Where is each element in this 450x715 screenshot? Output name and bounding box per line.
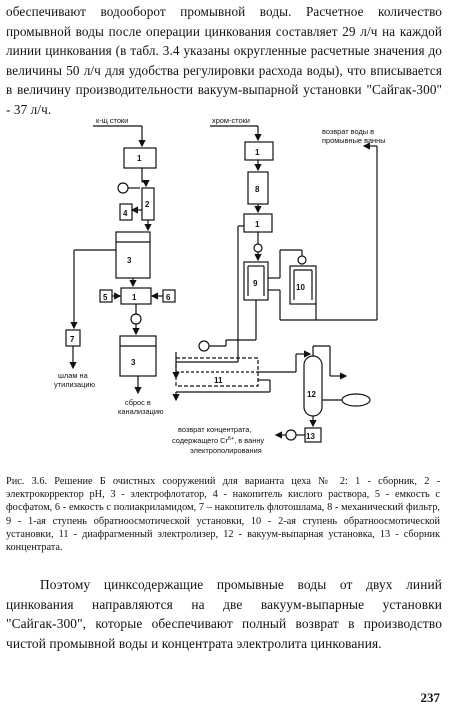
node-label-8: 8 <box>255 185 260 194</box>
node-label-10: 10 <box>296 283 305 292</box>
node-label-1b: 1 <box>132 293 137 302</box>
node-12 <box>303 355 323 417</box>
concentrate-label: возврат концентрата, содержащего Cr6+, в… <box>172 425 266 455</box>
paragraph-top: обеспечивают водооборот промывной воды. … <box>6 4 442 117</box>
figure-caption: Рис. 3.6. Решение Б очистных сооружений … <box>6 475 440 554</box>
node-3a <box>115 231 151 279</box>
sludge-label: шлам на утилизацию <box>54 371 96 389</box>
paragraph-bottom: Поэтому цинксодержащие промывные воды от… <box>6 577 442 651</box>
page-number: 237 <box>420 690 441 705</box>
input-right-label: хром-стоки <box>212 116 250 125</box>
discharge-label: сброс в канализацию <box>118 398 164 416</box>
node-label-12: 12 <box>307 390 316 399</box>
caption-title: Рис. 3.6. Решение Б очистных сооружений … <box>6 476 348 487</box>
node-label-7: 7 <box>70 335 75 344</box>
node-label-13: 13 <box>306 432 315 441</box>
node-label-2: 2 <box>145 200 150 209</box>
node-label-1c: 1 <box>255 148 260 157</box>
node-1c <box>244 141 274 161</box>
node-label-3a: 3 <box>127 256 132 265</box>
input-left-label: к-щ стоки <box>96 116 128 125</box>
node-label-5: 5 <box>103 293 108 302</box>
node-3b <box>119 335 157 377</box>
node-label-11: 11 <box>214 376 223 385</box>
node-label-9: 9 <box>253 279 258 288</box>
caption-text: 1 - сборник, 2 - электрокорректор pH, 3 … <box>6 476 440 554</box>
node-1a <box>123 147 157 169</box>
node-label-1d: 1 <box>255 220 260 229</box>
process-flow-diagram: 1 2 4 3 5 1 6 7 3 1 8 1 9 10 11 12 13 к-… <box>54 116 386 455</box>
node-label-6: 6 <box>166 293 171 302</box>
node-label-3b: 3 <box>131 358 136 367</box>
node-10 <box>289 265 317 305</box>
return-water-label: возврат воды в промывные ванны <box>322 127 386 145</box>
node-label-1a: 1 <box>137 154 142 163</box>
node-label-4: 4 <box>123 209 128 218</box>
